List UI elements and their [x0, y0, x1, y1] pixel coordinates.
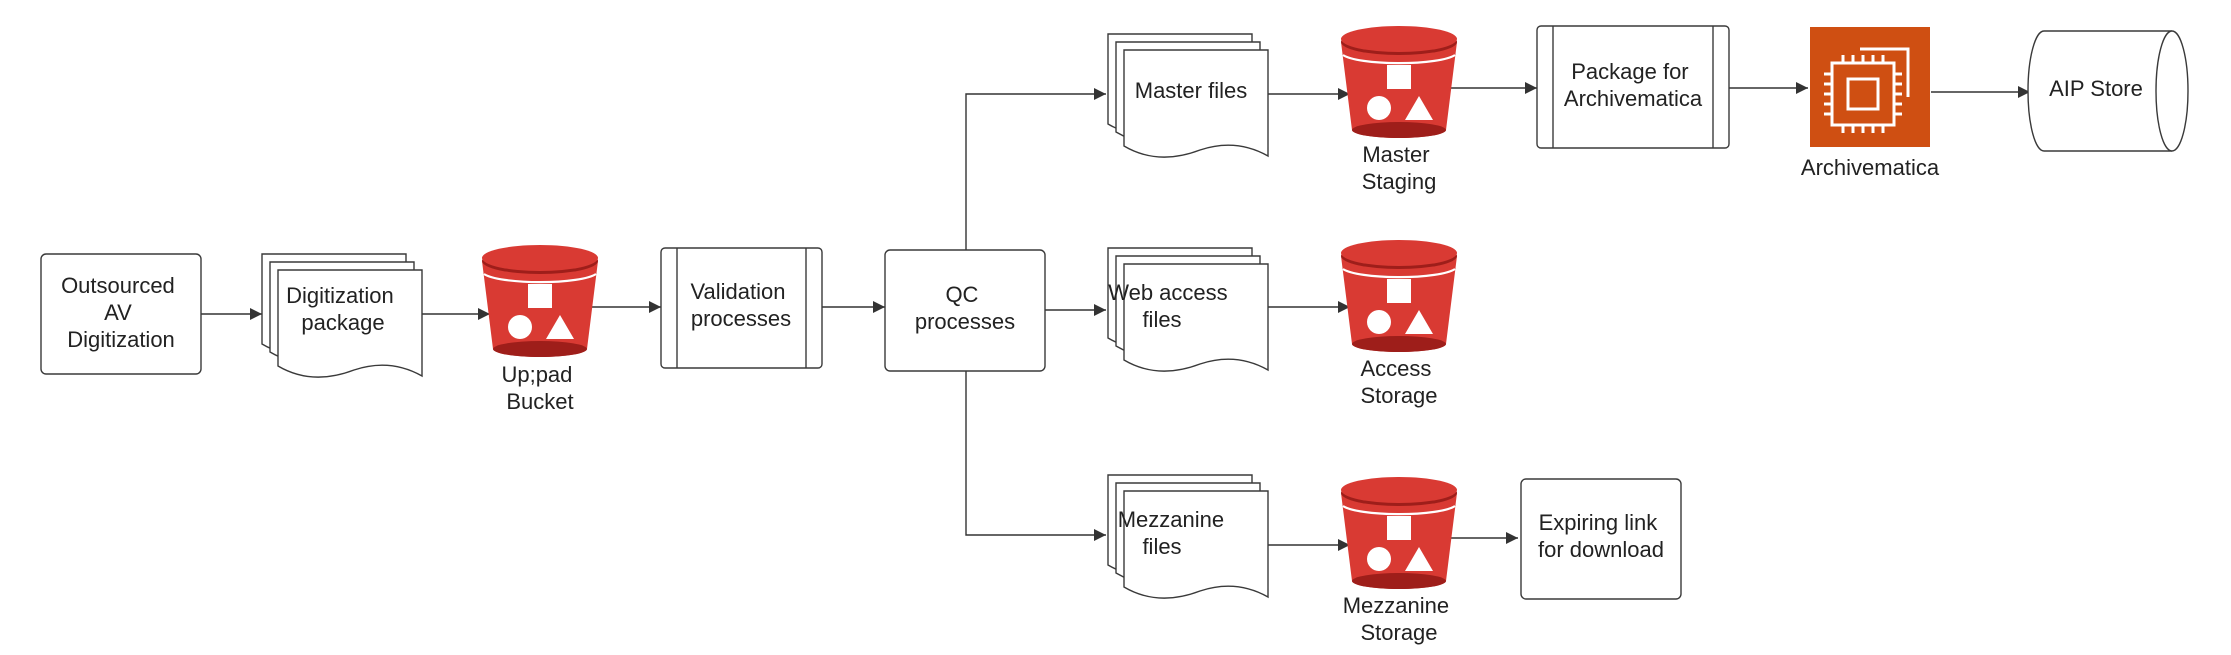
node-label: AIP Store: [2049, 76, 2143, 101]
node-label: Validation processes: [690, 279, 791, 331]
storage-bucket-icon: [1339, 238, 1459, 354]
node-mezzanine-files: Mezzanine files: [1107, 474, 1269, 599]
node-label: Mezzanine Storage: [1343, 593, 1456, 645]
storage-bucket-icon: [480, 243, 600, 359]
node-upload-bucket: Up;pad Bucket: [480, 243, 600, 414]
node-mezzanine-storage: Mezzanine Storage: [1339, 475, 1459, 645]
node-label: Archivematica: [1801, 155, 1940, 180]
node-master-staging: Master Staging: [1339, 24, 1459, 194]
node-outsourced-av-digitization: Outsourced AV Digitization: [40, 253, 202, 375]
storage-bucket-icon: [1339, 24, 1459, 140]
node-label: Web access files: [1108, 280, 1234, 332]
node-label: Mezzanine files: [1118, 507, 1231, 559]
node-validation-processes: Validation processes: [660, 247, 823, 369]
node-label: Digitization package: [286, 283, 400, 335]
node-label: Master files: [1135, 78, 1247, 103]
node-package-for-archivematica: Package for Archivematica: [1536, 25, 1730, 149]
storage-bucket-icon: [1339, 475, 1459, 591]
node-archivematica: Archivematica: [1801, 27, 1940, 180]
edge-qc-to-master-files: [965, 88, 1106, 250]
node-label: Up;pad Bucket: [501, 362, 578, 414]
node-label: Access Storage: [1360, 356, 1437, 408]
node-label: Package for Archivematica: [1564, 59, 1703, 111]
node-label: Master Staging: [1362, 142, 1437, 194]
node-digitization-package: Digitization package: [261, 253, 423, 378]
edge-qc-to-mezzanine-files: [965, 371, 1106, 541]
node-aip-store: AIP Store: [2027, 30, 2189, 152]
compute-chip-icon: [1810, 27, 1930, 147]
node-access-storage: Access Storage: [1339, 238, 1459, 408]
node-label: Expiring link for download: [1538, 510, 1664, 562]
node-label: Outsourced AV Digitization: [61, 273, 181, 352]
node-master-files: Master files: [1107, 33, 1269, 158]
node-label: QC processes: [915, 282, 1015, 334]
node-qc-processes: QC processes: [884, 249, 1046, 372]
node-expiring-link: Expiring link for download: [1520, 478, 1682, 600]
node-web-access-files: Web access files: [1107, 247, 1269, 372]
connectors: [201, 82, 2030, 551]
